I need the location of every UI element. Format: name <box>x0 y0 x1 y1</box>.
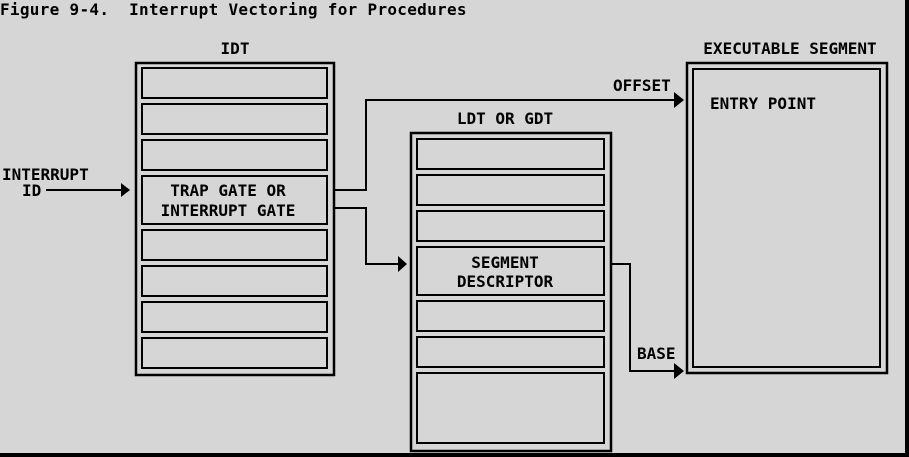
offset-arrow <box>334 92 684 191</box>
descriptor-arrow <box>334 207 407 272</box>
idt-row <box>141 265 328 297</box>
ldt-row <box>416 372 605 444</box>
base-arrow <box>611 263 684 379</box>
ldt-descriptor-label-line1: SEGMENT <box>471 253 538 272</box>
ldt-row <box>416 174 605 206</box>
idt-row <box>141 103 328 135</box>
idt-row <box>141 139 328 171</box>
executable-segment-label: EXECUTABLE SEGMENT <box>703 39 876 58</box>
interrupt-label-line2: ID <box>22 181 41 200</box>
ldt-row <box>416 300 605 332</box>
ldt-row <box>416 336 605 368</box>
interrupt-label-line1: INTERRUPT <box>2 165 89 184</box>
idt-row <box>141 301 328 333</box>
idt-row <box>141 229 328 261</box>
idt-label: IDT <box>221 39 250 58</box>
ldt-descriptor-row <box>416 246 605 296</box>
ldt-descriptor-label-line2: DESCRIPTOR <box>457 272 554 291</box>
entry-point-label: ENTRY POINT <box>710 94 816 113</box>
idt-gate-row <box>141 175 328 225</box>
base-label: BASE <box>637 344 676 363</box>
figure-title: Figure 9-4. Interrupt Vectoring for Proc… <box>0 0 467 19</box>
ldt-label: LDT OR GDT <box>457 109 553 128</box>
ldt-row <box>416 138 605 170</box>
interrupt-arrow <box>46 183 130 197</box>
idt-table <box>134 61 336 377</box>
idt-gate-label-line1: TRAP GATE OR <box>170 181 286 200</box>
idt-row <box>141 337 328 369</box>
idt-gate-label-line2: INTERRUPT GATE <box>161 201 296 220</box>
offset-label: OFFSET <box>613 76 671 95</box>
executable-segment-box <box>685 61 889 375</box>
idt-row <box>141 67 328 99</box>
ldt-row <box>416 210 605 242</box>
ldt-table <box>409 131 613 453</box>
